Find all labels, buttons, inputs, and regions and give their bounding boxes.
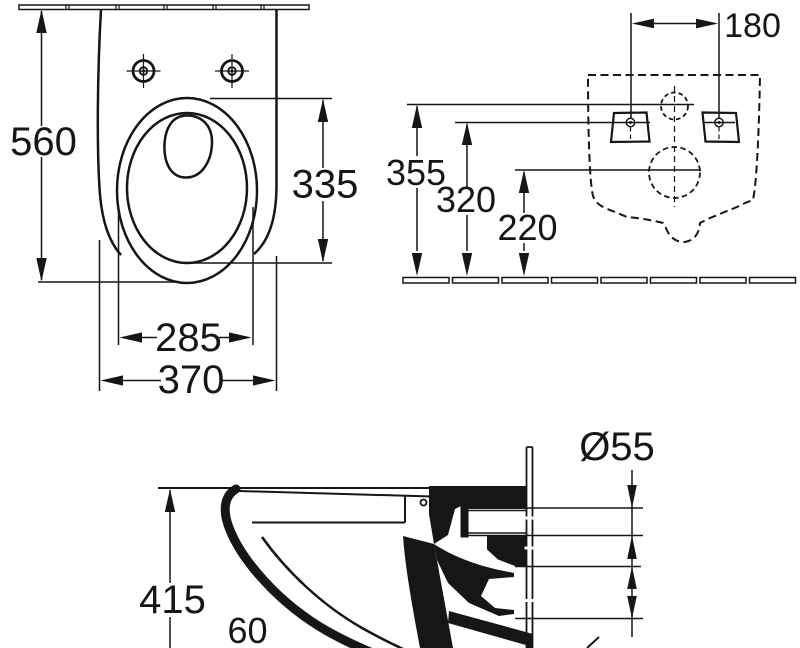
hole-center-dot [230, 69, 234, 73]
dim-355-label: 355 [386, 152, 446, 193]
floor-tile [600, 276, 648, 284]
arrow-right [696, 18, 718, 29]
plate-bottom-fill [526, 634, 533, 648]
dim-diameter-55-label: Ø55 [579, 425, 655, 469]
arrow-up [518, 170, 530, 193]
dimension-370: 370 [98, 240, 278, 402]
arrow-down [461, 253, 473, 276]
arrow-up [36, 9, 47, 33]
outlet-extension-lines [468, 507, 643, 620]
plate-break [524, 516, 535, 520]
pan-silhouette-dashed [586, 74, 762, 244]
plate-break [524, 599, 535, 602]
dimension-180: 180 [630, 7, 781, 118]
arrow-down [36, 258, 47, 282]
dimension-diameter-55: Ø55 [579, 425, 655, 637]
rim-section-top [238, 490, 433, 498]
dimension-415: 415 [139, 489, 206, 648]
bowl-inner-outline [125, 111, 249, 265]
wall-section-ticks [65, 5, 265, 10]
arrow-down-a [627, 485, 637, 508]
arrow-up-c [627, 566, 637, 589]
dim-370-label: 370 [158, 358, 225, 402]
dim-415-label: 415 [139, 578, 206, 622]
floor-tile [451, 276, 500, 284]
rear-view: 180 355 320 220 [386, 7, 797, 284]
body-outline-right [253, 9, 278, 255]
top-view: 560 335 285 370 [10, 4, 359, 402]
arrow-down [518, 253, 530, 276]
water-inlet-circle-dashed [660, 91, 689, 121]
arrow-up-b [627, 535, 637, 559]
dim-285-label: 285 [155, 316, 222, 360]
arrow-right [229, 332, 252, 343]
mounting-block-upper [429, 486, 527, 544]
arrow-left [632, 18, 654, 29]
dimension-285: 285 [117, 207, 254, 360]
seat-outer-outline [115, 96, 259, 285]
dim-60-label: 60 [227, 610, 267, 648]
dim-220-label: 220 [497, 207, 557, 248]
inlet-pipe-walls [468, 509, 526, 534]
fixing-bracket-right [701, 111, 741, 144]
arrow-left [119, 332, 142, 343]
arrow-up [317, 99, 329, 122]
fixing-hole-right-icon [215, 54, 249, 88]
arrow-down-d [627, 596, 637, 619]
body-outline-left [96, 9, 122, 256]
fixing-hole-left-icon [126, 54, 161, 88]
dim-335-label: 335 [292, 163, 359, 207]
outlet-bore [481, 577, 514, 610]
dim-180-label: 180 [724, 7, 781, 45]
hole-center-dot [141, 69, 146, 73]
floor-tile [649, 276, 698, 284]
water-surface-outline [163, 114, 214, 179]
arrow-left [100, 375, 123, 386]
extension-lines [98, 240, 278, 391]
arrow-up [461, 122, 473, 145]
bowl-back-wall [403, 536, 453, 648]
angle-leader-tick [586, 636, 600, 648]
extension-lines [117, 207, 254, 345]
dimension-320: 320 [436, 122, 496, 276]
floor-tiles [402, 276, 797, 284]
dimension-355: 355 [386, 104, 446, 276]
dimension-220: 220 [497, 170, 558, 276]
plate-break [524, 546, 535, 550]
floor-tile [501, 276, 549, 284]
bowl-front-profile-thick [220, 484, 373, 648]
floor-tile [402, 276, 450, 284]
extension-lines [630, 13, 720, 118]
mounting-block-mid [487, 535, 527, 566]
dimension-335: 335 [292, 99, 359, 263]
arrow-down [317, 239, 329, 263]
outlet-pipe-lower-wall [448, 611, 533, 647]
dimension-560: 560 [10, 9, 77, 282]
dim-320-label: 320 [436, 179, 496, 220]
fixing-bracket-left [609, 111, 651, 144]
hole-center-ring [227, 66, 237, 76]
floor-tile [699, 276, 747, 284]
dim-560-label: 560 [10, 120, 77, 164]
arrow-up [411, 104, 423, 128]
arrow-up [164, 489, 176, 512]
hole-center-ring [138, 66, 149, 76]
floor-tile [550, 276, 599, 284]
side-view: 415 60 Ø55 [139, 425, 655, 648]
arrow-right [253, 375, 276, 386]
bowl-inner-profile [260, 536, 404, 648]
inlet-socket-bar [460, 506, 469, 538]
arrow-down [411, 253, 423, 276]
seat-fixing-dot [419, 498, 428, 507]
floor-tile [748, 276, 797, 284]
